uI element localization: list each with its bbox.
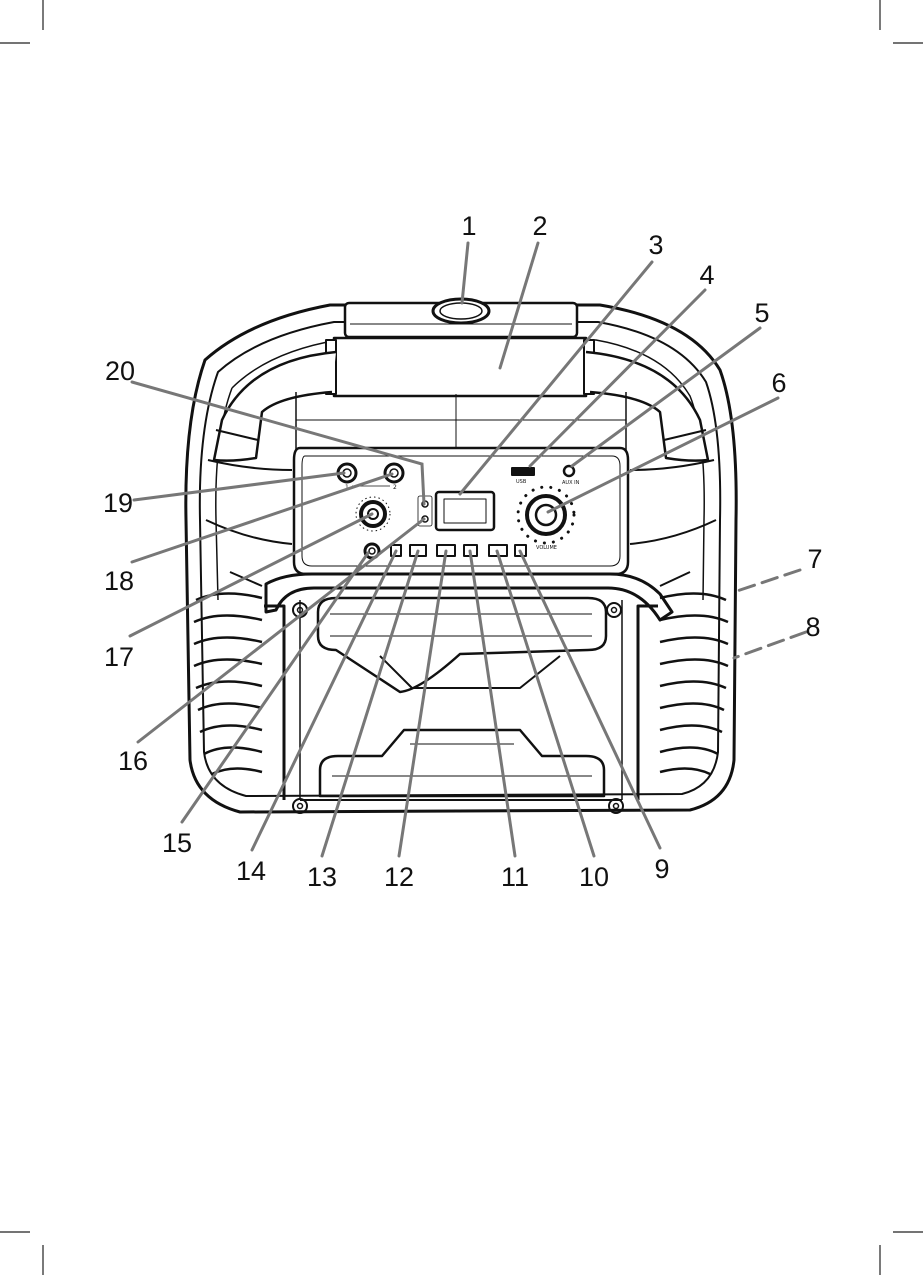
mic-2-label: 2 <box>393 484 397 491</box>
callout-1: 1 <box>461 211 476 241</box>
callout-7: 7 <box>807 544 822 574</box>
callout-20: 20 <box>105 356 135 386</box>
mic-jack-2 <box>385 464 403 482</box>
callout-8: 8 <box>805 612 820 642</box>
aux-in-jack <box>564 466 574 476</box>
grille-lower-bar <box>320 730 604 796</box>
leader-1 <box>462 243 468 303</box>
callout-9: 9 <box>654 854 669 884</box>
callout-14: 14 <box>236 856 266 886</box>
speaker-body <box>186 299 736 813</box>
callout-4: 4 <box>699 260 714 290</box>
display <box>436 492 494 530</box>
callout-5: 5 <box>754 298 769 328</box>
callout-16: 16 <box>118 746 148 776</box>
usb-label: USB <box>516 479 527 485</box>
callout-6: 6 <box>771 368 786 398</box>
aux-in-label: AUX IN <box>562 480 580 486</box>
callout-18: 18 <box>104 566 134 596</box>
callout-15: 15 <box>162 828 192 858</box>
volume-knob <box>527 496 565 534</box>
leader-7 <box>734 570 800 592</box>
callout-10: 10 <box>579 862 609 892</box>
callout-17: 17 <box>104 642 134 672</box>
callout-12: 12 <box>384 862 414 892</box>
usb-port <box>512 468 534 475</box>
callout-11: 11 <box>501 862 529 892</box>
leader-16 <box>138 519 424 742</box>
volume-label: VOLUME <box>536 545 557 551</box>
leader-8 <box>734 632 806 658</box>
callout-19: 19 <box>103 488 133 518</box>
callout-13: 13 <box>307 862 337 892</box>
callout-2: 2 <box>532 211 547 241</box>
callout-3: 3 <box>648 230 663 260</box>
